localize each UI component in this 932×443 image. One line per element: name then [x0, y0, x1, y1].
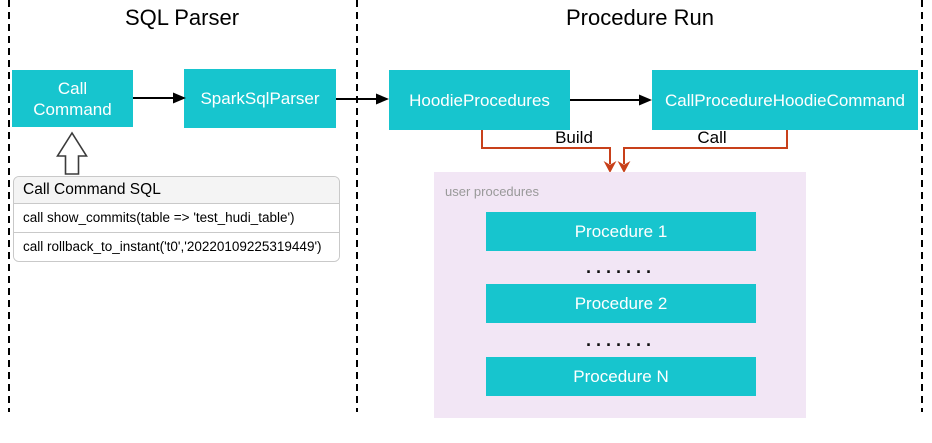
sql-table-row: call show_commits(table => 'test_hudi_ta…: [14, 204, 339, 232]
spark-sql-parser-node: SparkSqlParser: [184, 69, 336, 128]
ellipsis-dots: ·······: [586, 335, 656, 355]
procedure-run-section-title: Procedure Run: [566, 5, 714, 30]
procedure-2-node: Procedure 2: [486, 284, 756, 323]
hollow-up-arrow: [56, 131, 88, 175]
call-command-node: Call Command: [12, 70, 133, 127]
build-edge-label: Build: [555, 128, 593, 147]
flow-arrow-callcommand-to-sparksqlparser: [133, 92, 186, 104]
hoodie-procedures-node: HoodieProcedures: [389, 70, 570, 130]
user-procedures-label: user procedures: [445, 184, 539, 199]
procedure-1-node: Procedure 1: [486, 212, 756, 251]
user-procedures-container: user procedures Procedure 1 ······· Proc…: [434, 172, 806, 418]
sql-table-header: Call Command SQL: [14, 177, 339, 204]
call-procedure-hoodie-command-node: CallProcedureHoodieCommand: [652, 70, 918, 130]
procedure-n-node: Procedure N: [486, 357, 756, 396]
ellipsis-dots: ·······: [586, 262, 656, 282]
flow-arrow-sparksqlparser-to-hoodieprocedures: [336, 93, 389, 105]
flow-arrow-hoodieprocedures-to-callprocedure: [570, 94, 652, 106]
middle-dashed-border: [356, 0, 358, 412]
left-dashed-border: [8, 0, 10, 412]
call-edge-label: Call: [697, 128, 727, 147]
call-command-sql-table: Call Command SQL call show_commits(table…: [13, 176, 340, 262]
sql-table-row: call rollback_to_instant('t0','202201092…: [14, 232, 339, 261]
sql-parser-section-title: SQL Parser: [124, 5, 240, 30]
right-dashed-border: [921, 0, 923, 412]
